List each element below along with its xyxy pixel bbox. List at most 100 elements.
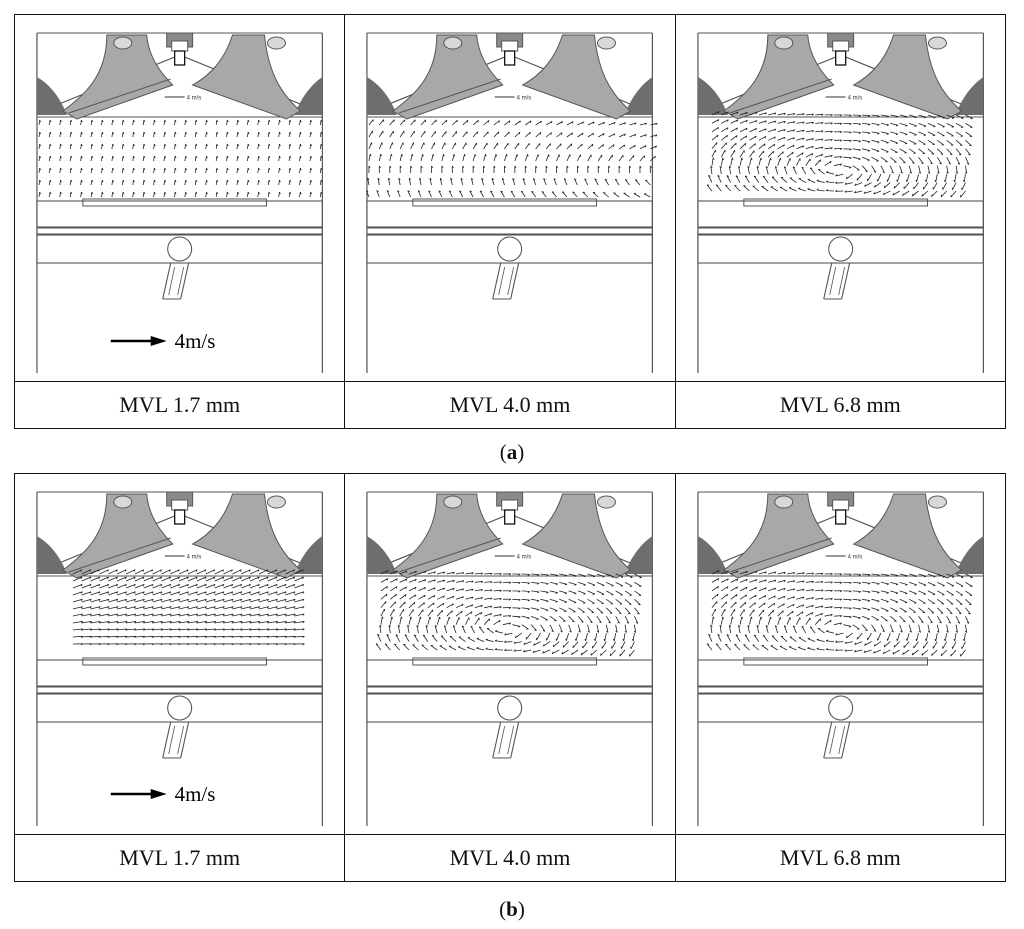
velocity-vector-head [811, 589, 814, 592]
intake-valve-stem [68, 78, 171, 114]
velocity-vector-head [876, 583, 880, 585]
velocity-vector [739, 150, 745, 158]
velocity-vector [777, 151, 784, 158]
exhaust-valve-tip [927, 495, 947, 509]
velocity-vector [597, 590, 605, 595]
velocity-vector-head [476, 647, 479, 649]
velocity-vector-head [195, 119, 198, 123]
velocity-vector [267, 598, 278, 603]
velocity-vector [871, 582, 880, 584]
velocity-vector-head [556, 165, 559, 169]
intake-valve [61, 493, 174, 579]
velocity-vector-head [153, 119, 156, 123]
exhaust-valve-tip [597, 36, 617, 50]
velocity-vector-head [249, 598, 252, 602]
velocity-vector-head [382, 616, 384, 619]
velocity-vector-head [773, 579, 776, 582]
velocity-vector [606, 582, 615, 587]
velocity-vector [559, 582, 568, 585]
velocity-vector [143, 628, 154, 631]
velocity-vector-head [226, 131, 229, 135]
velocity-vector-head [443, 571, 446, 574]
velocity-vector-head [268, 119, 271, 123]
velocity-vector [126, 621, 137, 624]
velocity-vector [232, 635, 243, 638]
velocity-vector-head [773, 603, 775, 606]
velocity-vector [640, 134, 647, 138]
velocity-vector-head [379, 624, 382, 628]
velocity-vector [901, 649, 910, 655]
velocity-vector [564, 178, 568, 186]
velocity-vector [796, 129, 804, 133]
velocity-vector [522, 178, 527, 186]
velocity-vector-head [735, 135, 738, 138]
velocity-vector [833, 615, 842, 617]
velocity-vector [99, 569, 109, 575]
velocity-vector-head [583, 575, 587, 578]
velocity-vector [48, 120, 51, 126]
velocity-vector [871, 607, 879, 611]
velocity-vector-head [268, 191, 271, 195]
velocity-vector-head [151, 598, 154, 602]
velocity-vector [485, 648, 494, 651]
velocity-vector [950, 190, 957, 198]
velocity-vector-head [143, 143, 146, 147]
velocity-vector-head [886, 124, 889, 127]
velocity-vector-head [504, 633, 507, 636]
velocity-vector [805, 121, 814, 124]
velocity-vector-head [424, 587, 427, 590]
velocity-vector [153, 168, 155, 174]
velocity-vector [908, 624, 912, 633]
velocity-vector-head [754, 135, 757, 139]
velocity-vector [625, 179, 631, 186]
velocity-vector-head [237, 191, 240, 195]
velocity-vector [568, 624, 573, 633]
velocity-vector [456, 610, 463, 617]
velocity-vector [152, 576, 162, 582]
velocity-vector-field [706, 111, 973, 198]
velocity-vector-head [924, 638, 927, 642]
velocity-vector-head [39, 131, 42, 135]
velocity-vector [852, 582, 861, 584]
velocity-vector-head [471, 625, 474, 628]
velocity-vector [717, 175, 722, 183]
velocity-vector [709, 625, 712, 634]
velocity-vector [871, 123, 880, 125]
velocity-vector-head [275, 591, 278, 594]
piston-pin [167, 695, 193, 721]
velocity-vector-head [825, 180, 828, 183]
velocity-vector [853, 649, 862, 653]
velocity-vector [465, 617, 470, 625]
velocity-vector [205, 168, 207, 174]
velocity-vector [258, 569, 269, 575]
velocity-vector [792, 625, 797, 634]
velocity-vector [474, 617, 480, 625]
velocity-vector-head [756, 166, 759, 169]
velocity-vector [399, 594, 407, 600]
velocity-vector-head [863, 643, 866, 646]
velocity-vector [111, 192, 114, 198]
velocity-vector [379, 625, 382, 634]
velocity-vector [748, 128, 757, 133]
velocity-vector [59, 144, 61, 150]
velocity-vector-head [91, 131, 94, 135]
velocity-vector [294, 598, 305, 603]
velocity-vector-head [240, 621, 243, 624]
port-right [624, 536, 653, 574]
velocity-vector [739, 135, 747, 141]
figure-a-caption-3: MVL 6.8 mm [674, 381, 1007, 429]
velocity-vector [142, 180, 145, 186]
velocity-vector [69, 192, 72, 198]
velocity-vector [833, 622, 842, 626]
velocity-vector-head [498, 120, 501, 123]
velocity-vector [711, 157, 714, 166]
velocity-vector-head [769, 616, 772, 620]
velocity-vector [117, 569, 127, 575]
velocity-vector [720, 586, 728, 592]
velocity-vector [493, 154, 497, 162]
velocity-vector-head [645, 145, 647, 148]
velocity-vector-head [495, 630, 498, 632]
velocity-vector [241, 621, 252, 624]
velocity-vector [866, 632, 872, 641]
velocity-vector-head [409, 177, 412, 180]
